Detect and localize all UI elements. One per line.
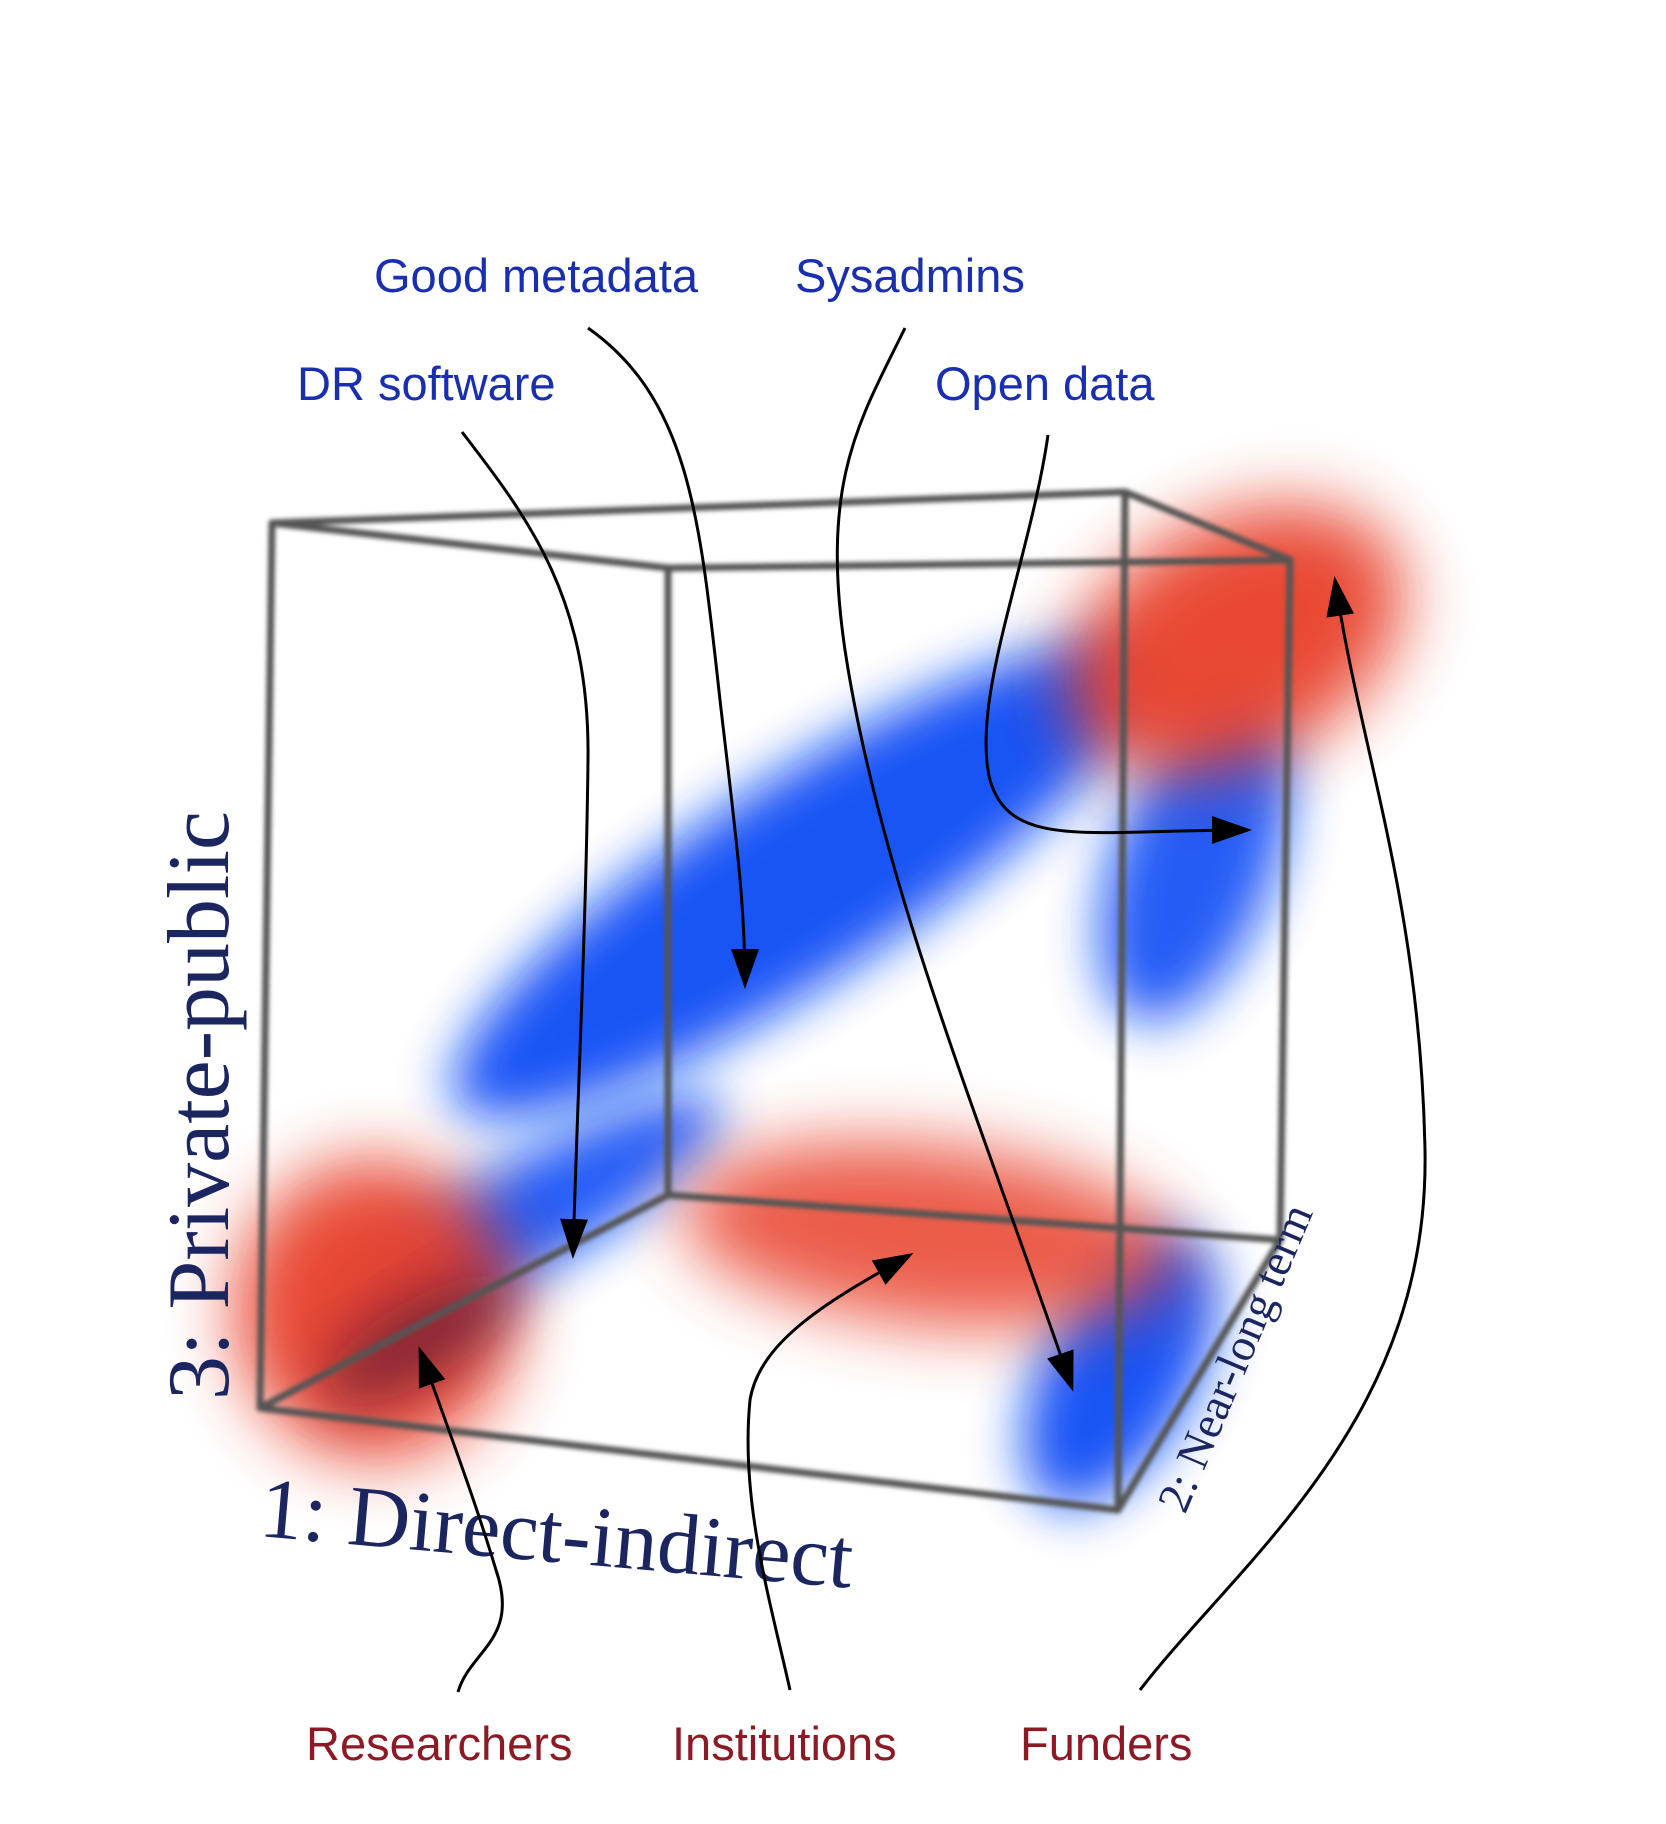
red-blob-top-right xyxy=(1066,504,1404,776)
label-good-metadata: Good metadata xyxy=(374,249,699,302)
arrow-institutions xyxy=(746,1253,914,1691)
arrow-dr-software xyxy=(460,431,590,1259)
arrow-open-data xyxy=(984,434,1252,845)
arrow-sysadmins xyxy=(835,327,1074,1392)
label-dr-software: DR software xyxy=(297,357,556,410)
arrow-good-metadata xyxy=(587,326,759,989)
red-blob-middle xyxy=(681,1141,1179,1329)
label-open-data: Open data xyxy=(935,357,1155,410)
label-institutions: Institutions xyxy=(672,1717,897,1770)
arrow-funders xyxy=(1138,576,1427,1691)
label-funders: Funders xyxy=(1020,1717,1192,1770)
label-researchers: Researchers xyxy=(306,1717,572,1770)
dark-overlap-bottom-left xyxy=(322,1275,518,1405)
blob-layer xyxy=(235,504,1404,1508)
label-sysadmins: Sysadmins xyxy=(795,249,1025,302)
blue-blob-main xyxy=(451,641,1149,1119)
axis-label-private-public: 3: Private-public xyxy=(151,811,248,1400)
arrow-layer xyxy=(418,326,1427,1693)
arrow-researchers xyxy=(418,1346,504,1693)
blue-blob-right xyxy=(1099,697,1291,1023)
